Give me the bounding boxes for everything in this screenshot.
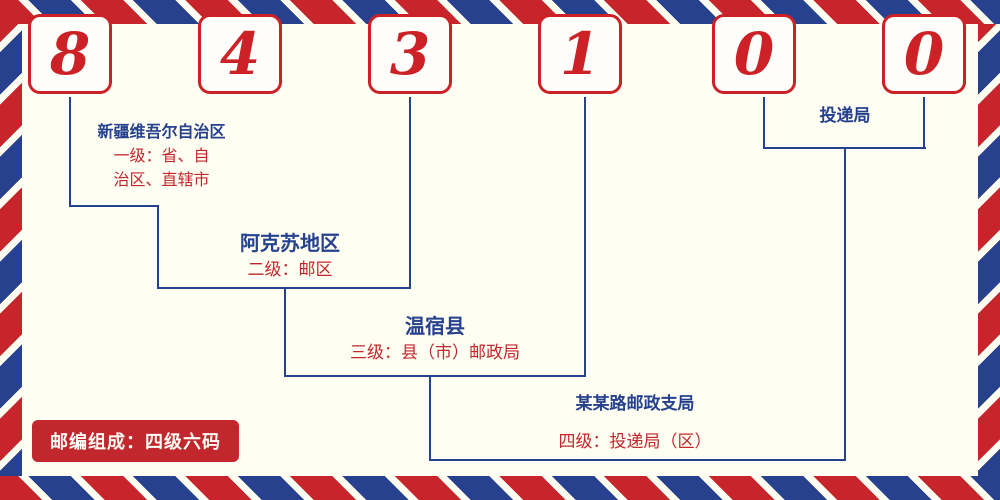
level3-level4-step-vertical	[429, 375, 431, 461]
level3-description: 三级：县（市）邮政局	[350, 343, 520, 363]
level4-region-name: 某某路邮政支局	[575, 394, 695, 414]
level1-level2-step-vertical	[157, 205, 159, 289]
level2-description: 二级：邮区	[247, 260, 333, 280]
level1-connector-vertical	[69, 97, 71, 207]
level2-region-name: 阿克苏地区	[240, 231, 340, 255]
airmail-border-top	[0, 0, 1000, 24]
level4-description: 四级：投递局（区）	[558, 431, 712, 452]
delivery-office-name: 投递局	[819, 106, 871, 126]
level2-connector-vertical-digit3	[409, 97, 411, 289]
delivery-bracket-horizontal	[764, 147, 926, 149]
digit-3: 3	[389, 20, 431, 88]
composition-badge: 邮编组成：四级六码	[32, 420, 239, 462]
digit-box-4: 1	[538, 14, 622, 94]
level1-region-name: 新疆维吾尔自治区	[97, 122, 226, 141]
level3-region-name: 温宿县	[405, 314, 465, 338]
level4-connector-horizontal	[429, 459, 846, 461]
digit-1: 8	[49, 20, 91, 88]
digit-box-2: 4	[198, 14, 282, 94]
digit-box-3: 3	[368, 14, 452, 94]
level3-label: 温宿县 三级：县（市）邮政局	[310, 311, 560, 367]
level1-description-line2: 治区、直辖市	[113, 170, 210, 189]
digit-box-1: 8	[28, 14, 112, 94]
level2-label: 阿克苏地区 二级：邮区	[190, 228, 390, 284]
delivery-bracket-vertical-digit5	[763, 97, 765, 149]
level1-connector-horizontal	[69, 205, 159, 207]
airmail-border-right	[978, 0, 1000, 500]
digit-5: 0	[733, 20, 775, 88]
digit-4: 1	[559, 20, 601, 88]
delivery-office-label: 投递局	[770, 104, 920, 130]
level3-connector-horizontal	[284, 375, 586, 377]
level4-label: 某某路邮政支局 四级：投递局（区）	[510, 392, 760, 455]
digit-box-5: 0	[712, 14, 796, 94]
level4-delivery-connector-vertical	[844, 147, 846, 461]
digit-2: 4	[219, 20, 261, 88]
level1-label: 新疆维吾尔自治区 一级：省、自 治区、直辖市	[64, 120, 259, 192]
digit-6: 0	[903, 20, 945, 88]
delivery-bracket-vertical-digit6	[923, 97, 925, 149]
level2-level3-step-vertical	[284, 287, 286, 377]
airmail-border-left	[0, 0, 22, 500]
digit-box-6: 0	[882, 14, 966, 94]
level1-description-line1: 一级：省、自	[113, 146, 210, 165]
level3-connector-vertical-digit4	[584, 97, 586, 377]
airmail-border-bottom	[0, 476, 1000, 500]
